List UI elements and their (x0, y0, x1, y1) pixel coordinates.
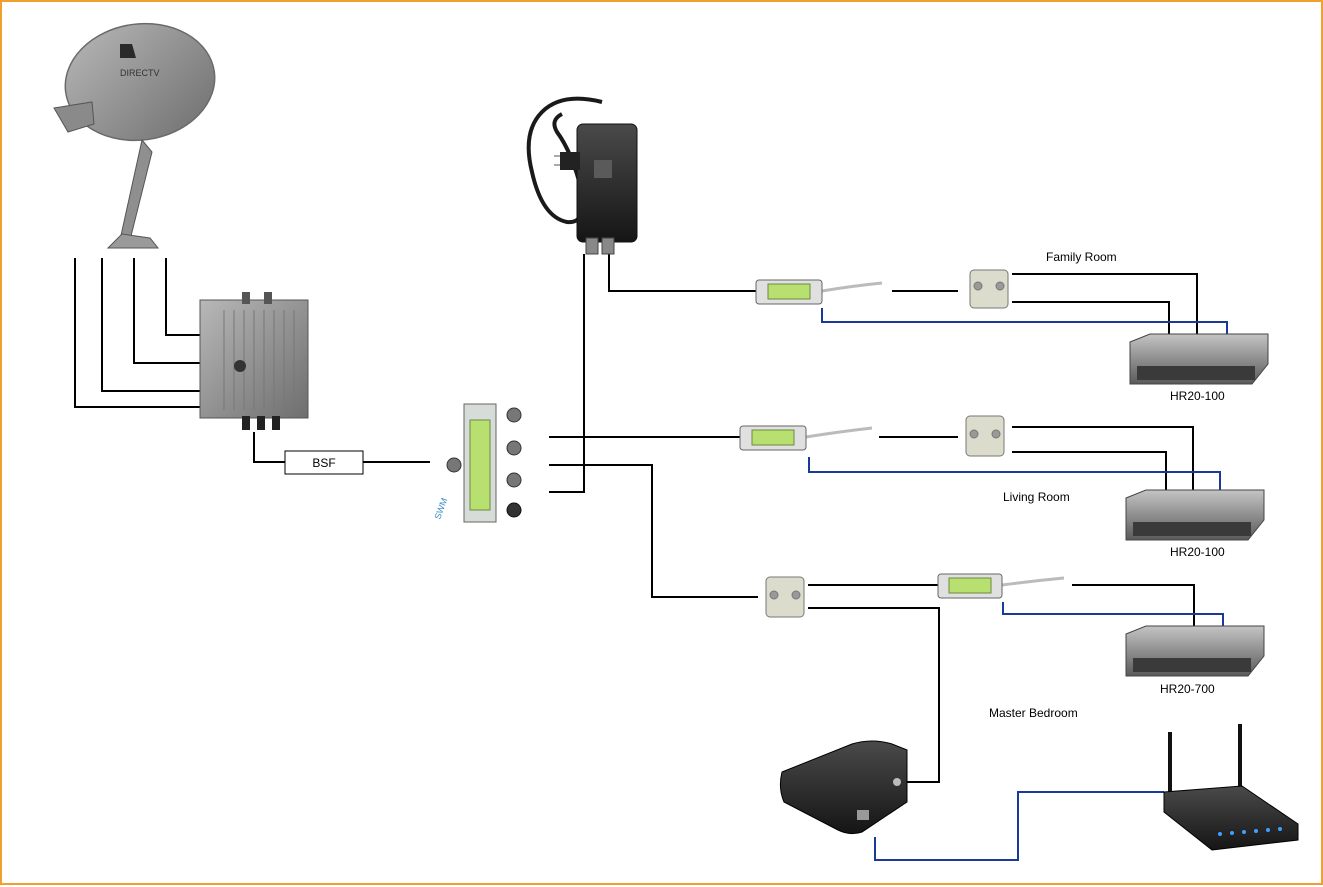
svg-text:DIRECTV: DIRECTV (120, 68, 160, 78)
receiver-1-model: HR20-100 (1170, 389, 1225, 403)
receiver-2-model: HR20-100 (1170, 545, 1225, 559)
family-room-label: Family Room (1046, 250, 1117, 264)
satellite-dish-icon: DIRECTV (53, 22, 216, 249)
living-room-label: Living Room (1003, 490, 1070, 504)
power-inserter-icon (526, 96, 638, 255)
receiver-3-model: HR20-700 (1160, 682, 1215, 696)
master-bedroom-label: Master Bedroom (989, 706, 1078, 720)
wireless-router-icon (1163, 724, 1299, 851)
ethernet-cables (808, 308, 1228, 861)
svg-text:SWM: SWM (432, 497, 449, 521)
splitter-icon (765, 269, 1009, 618)
coax-cables (74, 254, 1198, 783)
cable-connectors (805, 281, 1065, 587)
bsf-label: BSF (312, 456, 335, 470)
deca-adapter-icon (739, 279, 1003, 599)
cinema-connection-kit-icon (779, 740, 908, 835)
receiver-icon (1125, 333, 1269, 677)
bsf-filter (284, 450, 364, 475)
multiswitch-icon (199, 292, 309, 430)
swm-splitter-icon: SWM (432, 403, 522, 523)
